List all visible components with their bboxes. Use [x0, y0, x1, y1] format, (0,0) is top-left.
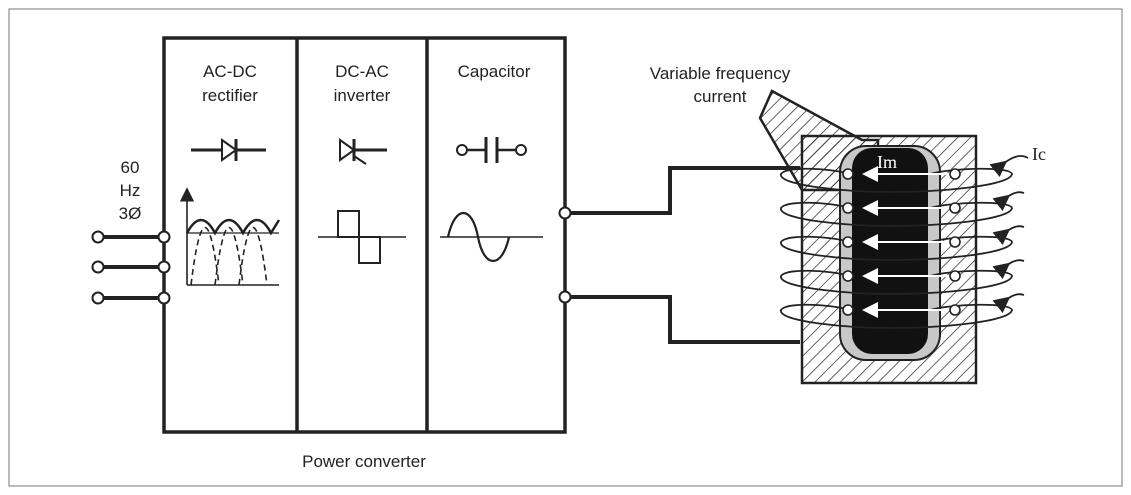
supply-label-line1: 60	[121, 158, 140, 177]
supply-label-line2: Hz	[120, 181, 141, 200]
output-leads	[558, 166, 800, 344]
panel-rectifier-line1: AC-DC	[203, 62, 257, 81]
panel-inverter: DC-AC inverter	[318, 62, 406, 264]
thyristor-icon	[339, 138, 387, 165]
induction-furnace: Im Ic	[758, 89, 1046, 385]
panel-rectifier: AC-DC rectifier	[179, 62, 281, 286]
panel-inverter-line2: inverter	[334, 86, 391, 105]
panel-inverter-line1: DC-AC	[335, 62, 389, 81]
converter-label: Power converter	[302, 452, 426, 471]
diode-icon	[191, 138, 266, 162]
molten-metal	[852, 148, 928, 354]
current-label-line2: current	[694, 87, 747, 106]
output-terminal-top	[558, 206, 572, 220]
capacitor-icon	[456, 137, 527, 163]
induced-current-arrows	[989, 155, 1029, 314]
induced-current-label: Ic	[1032, 144, 1046, 164]
panel-rectifier-line2: rectifier	[202, 86, 258, 105]
sine-wave-icon	[440, 211, 543, 263]
panel-capacitor: Capacitor	[440, 62, 543, 263]
output-terminal-bottom	[558, 290, 572, 304]
current-label-line1: Variable frequency	[650, 64, 791, 83]
coil-current-label: Im	[877, 152, 897, 172]
supply-input: 60 Hz 3Ø	[91, 158, 171, 305]
input-line-1	[91, 230, 171, 244]
supply-label-line3: 3Ø	[119, 204, 142, 223]
rectified-waveform	[179, 187, 281, 286]
panel-capacitor-line1: Capacitor	[458, 62, 531, 81]
square-wave-icon	[318, 210, 406, 264]
input-line-2	[91, 260, 171, 274]
input-line-3	[91, 291, 171, 305]
